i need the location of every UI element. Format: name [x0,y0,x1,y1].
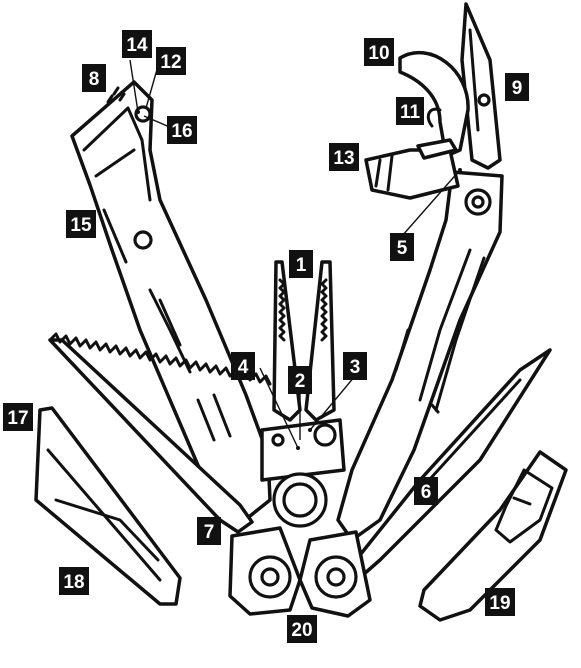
callout-5: 5 [390,233,414,261]
callout-19-text: 19 [489,593,510,614]
callout-8-text: 8 [89,69,100,90]
callout-7: 7 [197,517,221,545]
callout-9-text: 9 [512,78,523,99]
callout-20: 20 [287,615,317,643]
callout-14-text: 14 [126,35,148,56]
callout-9: 9 [505,73,529,101]
callout-12: 12 [156,47,186,75]
pocket-clip [418,450,568,622]
screwdriver-bit [364,138,460,200]
callout-6: 6 [414,477,438,505]
callout-7-text: 7 [204,522,215,543]
callout-11: 11 [396,97,424,125]
callout-16-text: 16 [171,121,192,142]
callout-16: 16 [167,116,197,144]
callout-18-text: 18 [63,572,84,593]
callout-14: 14 [122,30,152,58]
callout-13: 13 [329,143,359,171]
callout-3: 3 [343,352,367,380]
callout-3-text: 3 [350,357,361,378]
pivot-assemblies [228,526,372,618]
callout-4: 4 [231,352,255,380]
callout-1: 1 [289,250,313,278]
callout-12-text: 12 [160,52,181,73]
callout-11-text: 11 [400,102,421,123]
callout-17: 17 [3,403,33,431]
callout-2-text: 2 [295,371,306,392]
callout-19: 19 [485,588,515,616]
callout-13-text: 13 [333,148,354,169]
callout-5-text: 5 [397,238,408,259]
callout-17-text: 17 [7,408,28,429]
callout-1-text: 1 [296,255,307,276]
bottle-opener [398,51,470,158]
callout-10: 10 [364,38,394,66]
callout-15: 15 [66,210,96,238]
callout-10-text: 10 [368,43,389,64]
callout-4-text: 4 [238,357,249,378]
callout-18: 18 [59,567,89,595]
callout-15-text: 15 [70,215,92,236]
callout-6-text: 6 [421,482,432,503]
callout-8: 8 [82,64,106,92]
callout-2: 2 [288,366,312,394]
callout-20-text: 20 [291,620,312,641]
wire-cutter-insert [34,406,182,606]
knife-blade [460,2,502,170]
